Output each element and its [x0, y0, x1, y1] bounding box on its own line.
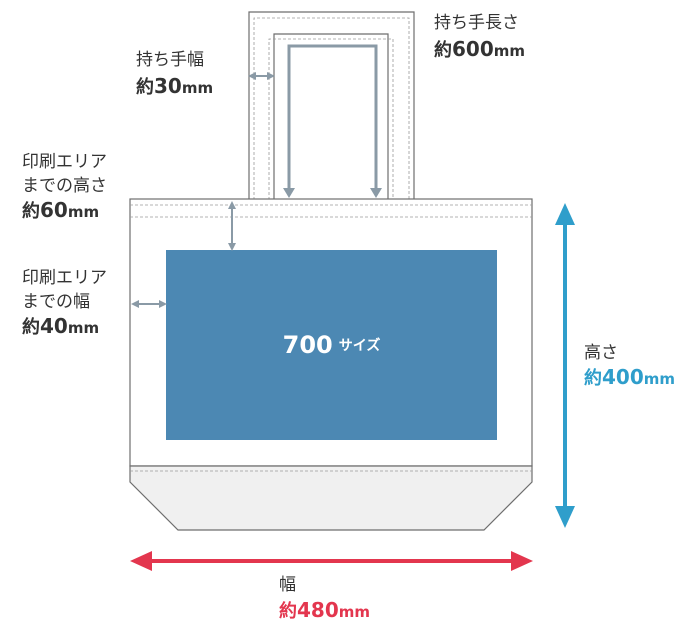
- approx-prefix: 約: [584, 368, 602, 389]
- height-value: 約400mm: [584, 367, 675, 390]
- width-label: 幅 約480mm: [279, 575, 370, 623]
- handle-width-value: 約30mm: [136, 76, 213, 99]
- unit-mm: mm: [493, 42, 526, 60]
- print-side-number: 40: [40, 314, 68, 338]
- approx-prefix: 約: [22, 317, 40, 338]
- print-top-line2: までの高さ: [22, 176, 107, 196]
- handle-length-title: 持ち手長さ: [434, 13, 519, 33]
- handle-length-number: 600: [452, 37, 494, 61]
- unit-mm: mm: [181, 79, 214, 97]
- unit-mm: mm: [643, 370, 676, 388]
- print-top-number: 60: [40, 198, 68, 222]
- width-number: 480: [297, 598, 339, 622]
- approx-prefix: 約: [22, 201, 40, 222]
- print-area: [166, 250, 497, 440]
- print-area-number: 700: [282, 331, 333, 359]
- width-value: 約480mm: [279, 600, 370, 623]
- handle-width-number: 30: [154, 74, 182, 98]
- print-area-label: 700 サイズ: [166, 250, 497, 440]
- bag-bottom-gusset: [129, 465, 533, 531]
- width-title: 幅: [279, 575, 296, 595]
- print-side-line2: までの幅: [22, 292, 90, 312]
- print-side-value: 約40mm: [22, 316, 107, 339]
- print-top-label: 印刷エリア までの高さ 約60mm: [22, 152, 107, 223]
- print-area-suffix: サイズ: [338, 338, 381, 354]
- approx-prefix: 約: [136, 77, 154, 98]
- unit-mm: mm: [67, 203, 100, 221]
- approx-prefix: 約: [434, 40, 452, 61]
- bag-handle: [248, 11, 415, 200]
- print-side-line1: 印刷エリア: [22, 268, 107, 288]
- height-number: 400: [602, 365, 644, 389]
- print-top-value: 約60mm: [22, 200, 107, 223]
- handle-length-value: 約600mm: [434, 39, 525, 62]
- height-label: 高さ 約400mm: [584, 343, 675, 390]
- handle-width-label: 持ち手幅 約30mm: [136, 50, 213, 99]
- print-side-label: 印刷エリア までの幅 約40mm: [22, 268, 107, 339]
- handle-width-title: 持ち手幅: [136, 50, 204, 70]
- unit-mm: mm: [338, 603, 371, 621]
- approx-prefix: 約: [279, 601, 297, 622]
- handle-length-label: 持ち手長さ 約600mm: [434, 13, 525, 62]
- height-title: 高さ: [584, 343, 618, 363]
- handle-length-arrows: [283, 44, 382, 198]
- unit-mm: mm: [67, 319, 100, 337]
- print-top-line1: 印刷エリア: [22, 152, 107, 172]
